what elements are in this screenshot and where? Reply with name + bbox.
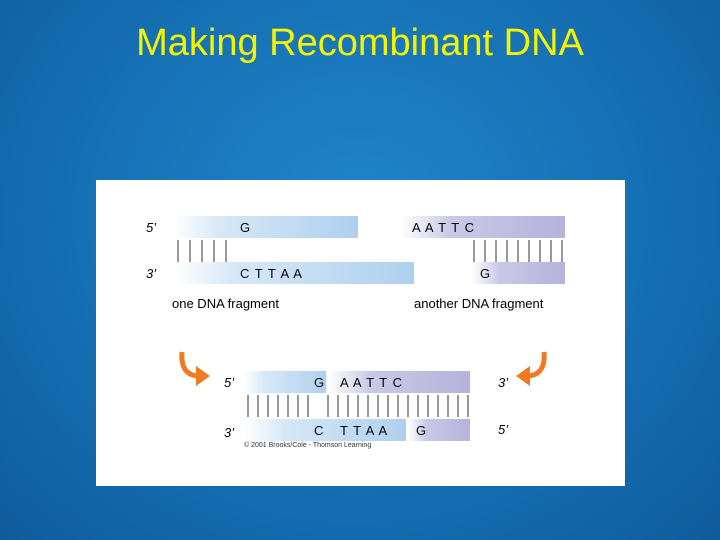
slide-title: Making Recombinant DNA <box>136 22 584 64</box>
fragment2-top-strand <box>401 216 565 238</box>
joined-top-right-strand <box>328 371 470 393</box>
joined-bottom-c: C <box>314 423 324 438</box>
fragment2-caption: another DNA fragment <box>414 296 544 311</box>
base-pair-lines <box>177 240 563 417</box>
bottom-right-3prime-label: 3’ <box>498 375 509 390</box>
fragment1-caption: one DNA fragment <box>172 296 279 311</box>
fragment2-bottom-strand <box>471 262 565 284</box>
left-arrow-head-icon <box>196 366 210 386</box>
fragment1-bottom-strand <box>174 262 414 284</box>
joined-bottom-left-strand <box>244 419 406 441</box>
joined-bottom-right-strand <box>408 419 470 441</box>
copyright-credit: © 2001 Brooks/Cole - Thomson Learning <box>244 442 372 449</box>
joined-top-sequence: A A T T C <box>340 375 403 390</box>
bottom-5prime-label: 5’ <box>224 375 235 390</box>
joined-top-g: G <box>314 375 325 390</box>
top-3prime-label: 3’ <box>146 266 157 281</box>
fragment1-top-strand <box>174 216 358 238</box>
top-5prime-label: 5’ <box>146 220 157 235</box>
diagram-panel: 5’ 3’ G C T T A A A A T T C G one DNA fr… <box>96 180 625 486</box>
fragment1-top-base: G <box>240 220 251 235</box>
fragment1-bottom-sticky-end: C T T A A <box>240 266 303 281</box>
joined-bottom-g: G <box>416 423 427 438</box>
fragment2-bottom-base: G <box>480 266 491 281</box>
bottom-right-5prime-label: 5’ <box>498 422 509 437</box>
joined-top-left-strand <box>244 371 326 393</box>
fragment2-top-sticky-end: A A T T C <box>412 220 475 235</box>
joined-bottom-sequence: T T A A <box>340 423 389 438</box>
right-arrow-head-icon <box>516 366 530 386</box>
bottom-3prime-label: 3’ <box>224 425 235 440</box>
